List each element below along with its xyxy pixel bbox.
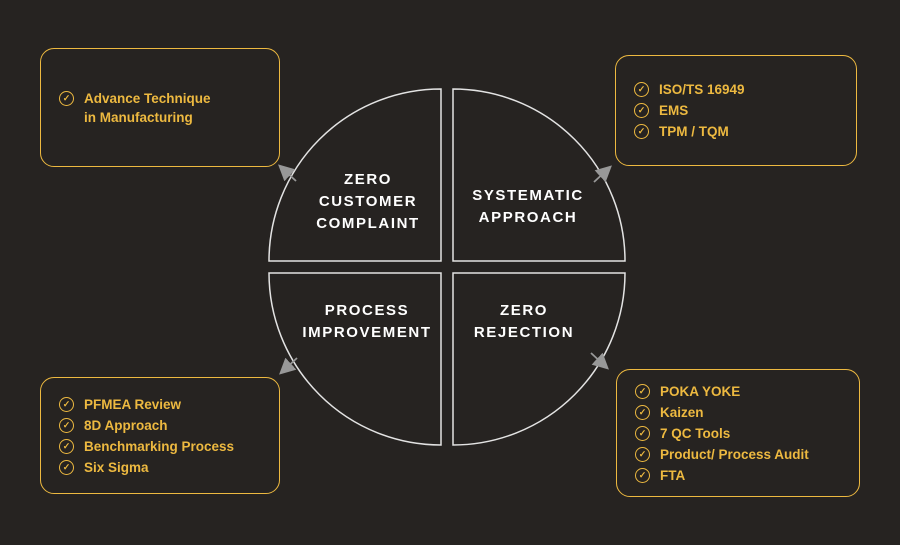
item-label: Kaizen <box>660 404 704 420</box>
quadrant-label-systematic-approach: SYSTEMATIC APPROACH <box>472 187 584 226</box>
check-circle-icon: ✓ <box>635 383 650 399</box>
check-circle-icon: ✓ <box>635 467 650 483</box>
list-item: ✓ Advance Technique in Manufacturing <box>59 89 261 127</box>
callout-bottom-right: ✓ POKA YOKE ✓ Kaizen ✓ 7 QC Tools ✓ Product/ Pr… <box>616 369 860 497</box>
list-item: ✓ Benchmarking Process <box>59 437 261 456</box>
check-circle-icon: ✓ <box>59 396 74 412</box>
quadrant-top-left-shape <box>268 88 442 262</box>
arrow-top-left-icon <box>278 164 297 182</box>
check-circle-icon: ✓ <box>59 438 74 454</box>
check-circle-icon: ✓ <box>635 404 650 420</box>
item-label: POKA YOKE <box>660 383 741 399</box>
quadrant-bottom-right-shape <box>452 272 626 446</box>
item-label: Advance Technique in Manufacturing <box>84 90 211 125</box>
check-circle-icon: ✓ <box>634 124 649 139</box>
list-item: ✓ EMS <box>634 101 838 120</box>
list-item: ✓ PFMEA Review <box>59 395 261 414</box>
item-label: 7 QC Tools <box>660 425 731 441</box>
arrow-bottom-left-icon <box>279 357 298 375</box>
list-item: ✓ Product/ Process Audit <box>635 445 841 464</box>
callout-top-right: ✓ ISO/TS 16949 ✓ EMS ✓ TPM / TQM <box>615 55 857 166</box>
check-circle-icon: ✓ <box>59 417 74 433</box>
item-label: FTA <box>660 467 686 483</box>
list-item: ✓ ISO/TS 16949 <box>634 80 838 99</box>
check-circle-icon: ✓ <box>59 90 74 106</box>
list-item: ✓ Kaizen <box>635 403 841 422</box>
callout-top-left: ✓ Advance Technique in Manufacturing <box>40 48 280 167</box>
quadrant-label-zero-customer-complaint: ZERO CUSTOMER COMPLAINT <box>316 171 420 232</box>
check-circle-icon: ✓ <box>59 459 74 475</box>
item-label: ISO/TS 16949 <box>659 82 745 97</box>
quadrant-top-right-shape <box>452 88 626 262</box>
item-label: EMS <box>659 103 689 118</box>
check-circle-icon: ✓ <box>635 425 650 441</box>
item-label: Product/ Process Audit <box>660 446 809 462</box>
callout-bottom-left: ✓ PFMEA Review ✓ 8D Approach ✓ Benchmarking P… <box>40 377 280 494</box>
check-circle-icon: ✓ <box>634 103 649 118</box>
quadrant-label-zero-rejection: ZERO REJECTION <box>473 302 575 341</box>
item-label: Six Sigma <box>84 459 149 475</box>
check-circle-icon: ✓ <box>635 446 650 462</box>
arrow-top-right-icon <box>593 165 612 183</box>
quadrant-label-process-improvement: PROCESS IMPROVEMENT <box>302 302 432 341</box>
item-label: Benchmarking Process <box>84 438 235 454</box>
item-label: PFMEA Review <box>84 396 182 412</box>
item-label: 8D Approach <box>84 417 168 433</box>
quadrant-bottom-left-shape <box>268 272 442 446</box>
list-item: ✓ 7 QC Tools <box>635 424 841 443</box>
list-item: ✓ FTA <box>635 466 841 485</box>
item-label: TPM / TQM <box>659 124 729 139</box>
arrow-bottom-right-icon <box>590 352 609 370</box>
list-item: ✓ 8D Approach <box>59 416 261 435</box>
list-item: ✓ TPM / TQM <box>634 122 838 141</box>
check-circle-icon: ✓ <box>634 82 649 97</box>
list-item: ✓ POKA YOKE <box>635 382 841 401</box>
list-item: ✓ Six Sigma <box>59 458 261 477</box>
